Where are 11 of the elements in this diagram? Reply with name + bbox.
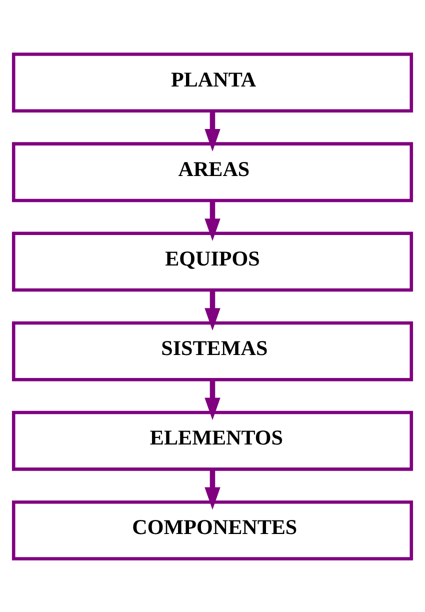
node-box: AREAS bbox=[12, 142, 414, 202]
arrow bbox=[204, 200, 220, 241]
node-box: SISTEMAS bbox=[12, 320, 414, 381]
arrow bbox=[204, 110, 220, 151]
arrow bbox=[204, 379, 220, 420]
arrow bbox=[204, 290, 220, 330]
node-box: EQUIPOS bbox=[12, 231, 414, 292]
arrow bbox=[204, 468, 220, 510]
node-box: PLANTA bbox=[12, 52, 414, 112]
node-box: ELEMENTOS bbox=[12, 410, 414, 470]
node-box: COMPONENTES bbox=[12, 500, 414, 560]
